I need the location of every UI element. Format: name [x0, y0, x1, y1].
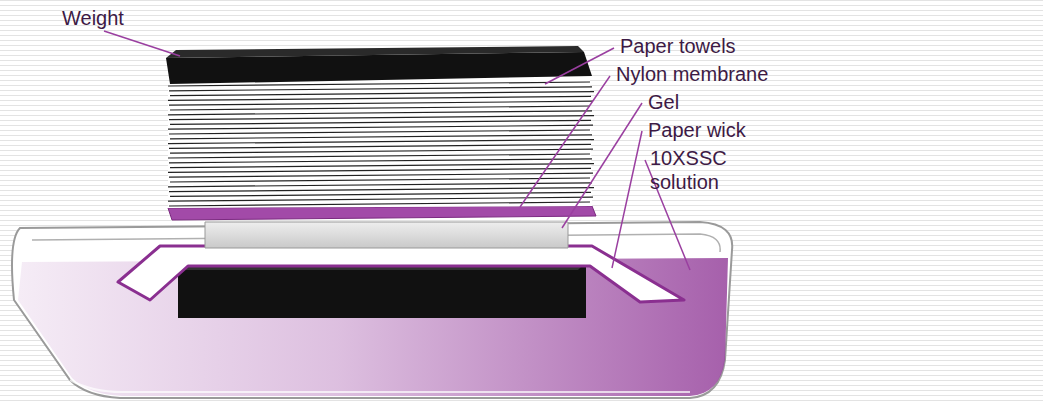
- part-label: Gel: [648, 90, 679, 114]
- leader-lines: [104, 31, 690, 270]
- part-label: Paper towels: [620, 34, 736, 58]
- part-label: Paper wick: [648, 118, 746, 142]
- weight-top: [166, 46, 584, 58]
- tray-highlight: [70, 380, 690, 392]
- part-label: Weight: [62, 6, 124, 30]
- part-label: Nylon membrane: [616, 62, 768, 86]
- tray: [12, 222, 732, 398]
- support-block: [178, 262, 586, 318]
- paper-wick: [118, 246, 684, 302]
- nylon-membrane: [168, 206, 596, 220]
- gel: [205, 222, 568, 248]
- part-label: 10XSSC solution: [650, 146, 750, 194]
- towel-edges: [168, 82, 594, 206]
